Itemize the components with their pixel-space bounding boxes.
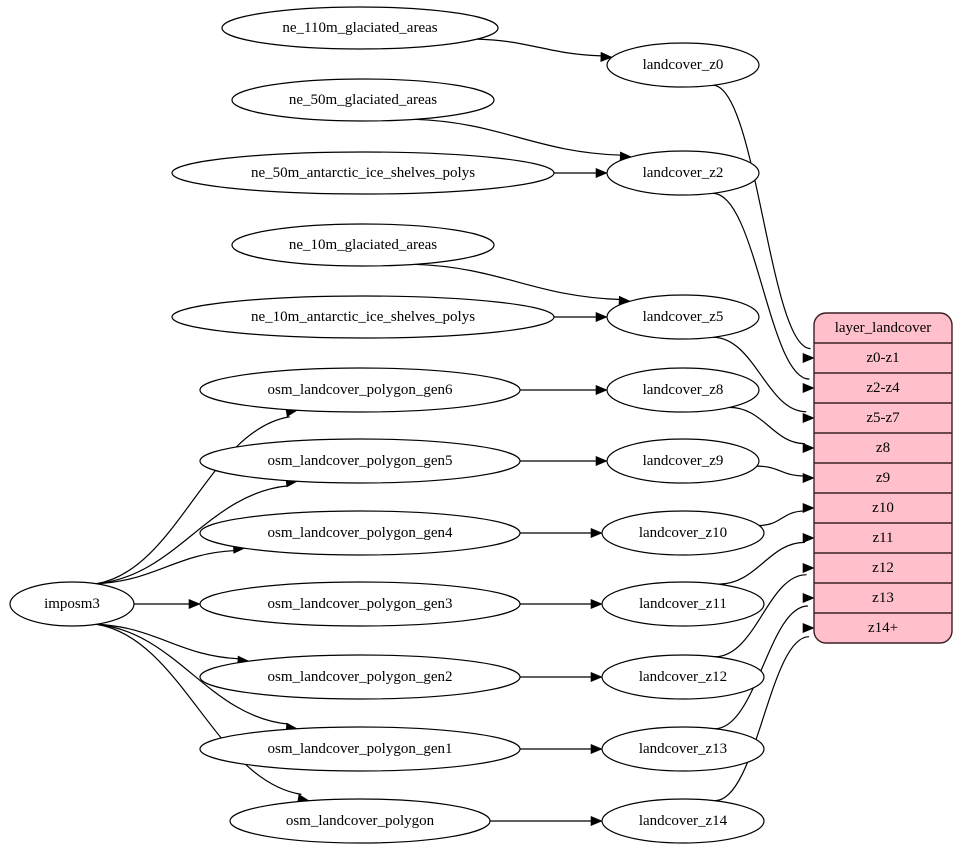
edge-ne_110m_glaciated_areas-to-landcover_z0: [477, 38, 603, 57]
node-landcover_z12[interactable]: landcover_z12: [601, 654, 765, 700]
node-ne_10m_glaciated_areas[interactable]: ne_10m_glaciated_areas: [231, 223, 495, 267]
edge-ne_10m_glaciated_areas-to-landcover_z5: [414, 263, 621, 301]
edge-imposm3-to-osm_landcover_polygon_gen1: [96, 623, 289, 725]
node-shape: [221, 6, 499, 50]
node-ne_50m_antarctic_ice_shelves_polys[interactable]: ne_50m_antarctic_ice_shelves_polys: [171, 151, 555, 195]
node-shape: [231, 78, 495, 122]
node-shape: [199, 581, 521, 627]
node-landcover_z2[interactable]: landcover_z2: [606, 150, 760, 196]
edge-landcover_z0-to-z0-z1: [712, 84, 811, 350]
edge-arrowhead: [590, 743, 603, 755]
node-ne_10m_antarctic_ice_shelves_polys[interactable]: ne_10m_antarctic_ice_shelves_polys: [171, 295, 555, 339]
edge-imposm3-to-osm_landcover_polygon: [96, 623, 302, 795]
edge-landcover_z13-to-z13: [714, 605, 808, 730]
node-osm_landcover_polygon_gen6[interactable]: osm_landcover_polygon_gen6: [199, 367, 521, 413]
node-shape: [199, 438, 521, 484]
node-landcover_z10[interactable]: landcover_z10: [601, 510, 765, 556]
node-shape: [231, 223, 495, 267]
nodes-layer: imposm3 ne_110m_glaciated_areas ne_50m_gla…: [9, 6, 765, 844]
node-landcover_z13[interactable]: landcover_z13: [601, 726, 765, 772]
node-ne_50m_glaciated_areas[interactable]: ne_50m_glaciated_areas: [231, 78, 495, 122]
edge-arrowhead: [595, 311, 608, 323]
node-shape: [229, 798, 491, 844]
node-shape: [606, 294, 760, 340]
record-table-box: [813, 312, 953, 644]
node-shape: [601, 798, 765, 844]
edge-arrowhead: [600, 51, 613, 62]
node-landcover_z5[interactable]: landcover_z5: [606, 294, 760, 340]
edge-arrowhead: [188, 598, 201, 610]
node-osm_landcover_polygon[interactable]: osm_landcover_polygon: [229, 798, 491, 844]
node-shape: [606, 150, 760, 196]
node-shape: [9, 581, 135, 627]
node-shape: [606, 438, 760, 484]
edge-arrowhead: [802, 502, 815, 514]
edge-arrowhead: [802, 382, 815, 394]
edge-arrowhead: [595, 167, 608, 179]
edge-landcover_z8-to-z8: [729, 406, 805, 445]
edge-landcover_z10-to-z10: [759, 510, 805, 527]
edge-landcover_z2-to-z2-z4: [712, 192, 810, 380]
node-shape: [199, 367, 521, 413]
node-shape: [601, 510, 765, 556]
edge-arrowhead: [590, 527, 603, 539]
edge-arrowhead: [590, 815, 603, 827]
edge-arrowhead: [590, 671, 603, 683]
edge-arrowhead: [802, 442, 815, 454]
edge-arrowhead: [595, 455, 608, 467]
node-shape: [171, 295, 555, 339]
node-shape: [606, 42, 760, 88]
edge-imposm3-to-osm_landcover_polygon_gen4: [96, 549, 235, 585]
node-shape: [199, 654, 521, 700]
edge-arrowhead: [590, 598, 603, 610]
edge-imposm3-to-osm_landcover_polygon_gen5: [96, 485, 289, 585]
node-osm_landcover_polygon_gen1[interactable]: osm_landcover_polygon_gen1: [199, 726, 521, 772]
node-imposm3[interactable]: imposm3: [9, 581, 135, 627]
node-osm_landcover_polygon_gen3[interactable]: osm_landcover_polygon_gen3: [199, 581, 521, 627]
edge-landcover_z12-to-z12: [714, 574, 807, 658]
node-landcover_z11[interactable]: landcover_z11: [601, 581, 765, 627]
edge-arrowhead: [802, 412, 815, 424]
node-shape: [601, 726, 765, 772]
node-shape: [199, 726, 521, 772]
edge-landcover_z5-to-z5-z7: [712, 336, 807, 413]
record-table-layer: layer_landcoverz0-z1z2-z4z5-z7z8z9z10z11…: [813, 312, 953, 644]
edge-landcover_z9-to-z9: [756, 465, 805, 477]
node-landcover_z8[interactable]: landcover_z8: [606, 367, 760, 413]
node-landcover_z9[interactable]: landcover_z9: [606, 438, 760, 484]
edge-arrowhead: [802, 562, 815, 574]
node-shape: [601, 654, 765, 700]
edge-landcover_z14-to-z14+: [714, 636, 810, 802]
edge-imposm3-to-osm_landcover_polygon_gen2: [96, 623, 240, 660]
node-shape: [199, 510, 521, 556]
edge-arrowhead: [802, 532, 815, 544]
edge-arrowhead: [802, 592, 815, 604]
edge-arrowhead: [595, 384, 608, 396]
node-landcover_z0[interactable]: landcover_z0: [606, 42, 760, 88]
node-landcover_z14[interactable]: landcover_z14: [601, 798, 765, 844]
node-osm_landcover_polygon_gen5[interactable]: osm_landcover_polygon_gen5: [199, 438, 521, 484]
edge-imposm3-to-osm_landcover_polygon_gen6: [96, 416, 290, 585]
node-osm_landcover_polygon_gen4[interactable]: osm_landcover_polygon_gen4: [199, 510, 521, 556]
node-ne_110m_glaciated_areas[interactable]: ne_110m_glaciated_areas: [221, 6, 499, 50]
node-shape: [601, 581, 765, 627]
node-shape: [606, 367, 760, 413]
edge-ne_50m_glaciated_areas-to-landcover_z2: [414, 118, 622, 156]
node-osm_landcover_polygon_gen2[interactable]: osm_landcover_polygon_gen2: [199, 654, 521, 700]
node-shape: [171, 151, 555, 195]
edge-landcover_z11-to-z11: [718, 541, 805, 585]
edge-arrowhead: [802, 622, 815, 634]
edge-arrowhead: [802, 352, 815, 364]
edge-arrowhead: [802, 472, 815, 484]
